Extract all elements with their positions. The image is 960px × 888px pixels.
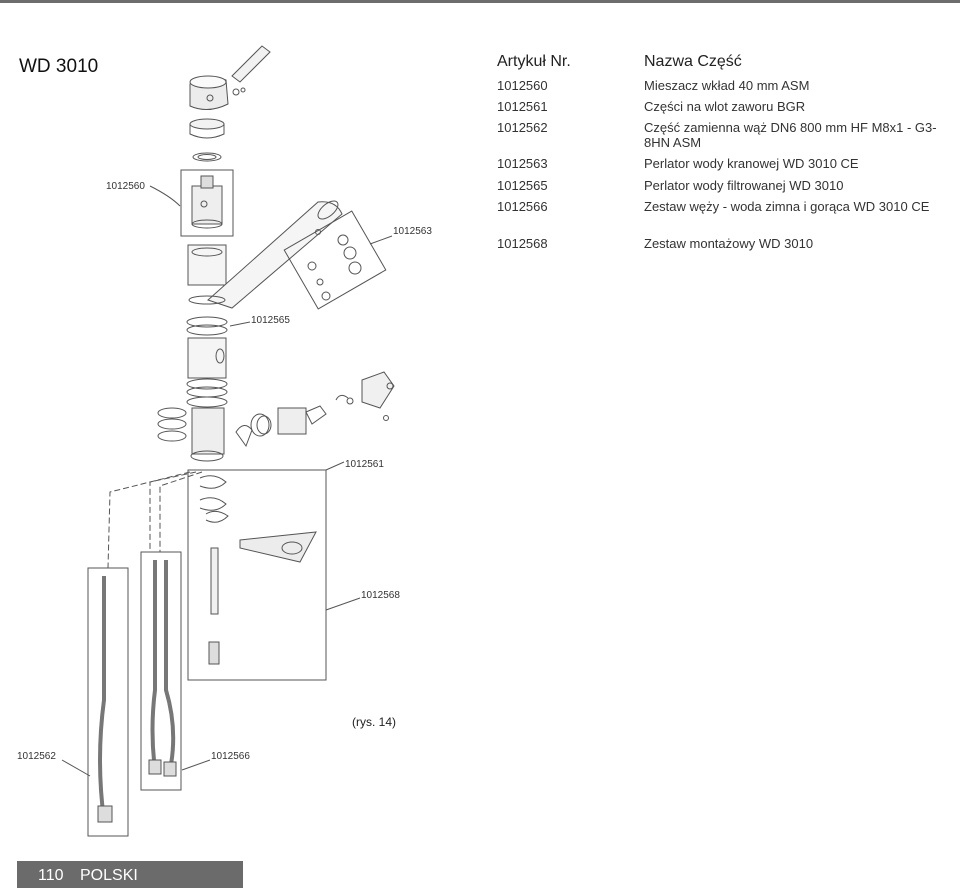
lever-handle-part (189, 45, 271, 110)
model-title: WD 3010 (19, 56, 99, 77)
callout-1012565: 1012565 (251, 315, 290, 326)
callout-1012562: 1012562 (17, 751, 56, 762)
filter-valve-part (277, 407, 307, 435)
body-sleeve-part (187, 244, 227, 286)
aerator-box (283, 210, 387, 310)
part-name: Zestaw węży - woda zimna i gorąca WD 301… (644, 199, 930, 214)
nut-part (208, 641, 220, 665)
part-name: Część zamienna wąż DN6 800 mm HF M8x1 - … (644, 120, 937, 150)
callout-1012560: 1012560 (106, 181, 145, 192)
language-label: POLSKI (80, 867, 138, 884)
part-number: 1012568 (497, 236, 548, 251)
part-number: 1012560 (497, 78, 548, 93)
callout-1012563: 1012563 (393, 226, 432, 237)
figure-caption: (rys. 14) (352, 715, 397, 729)
valve-body-part (187, 337, 227, 379)
cap-ring-part (189, 118, 225, 162)
o-ring-part (186, 316, 228, 328)
part-number: 1012566 (497, 199, 548, 214)
hose-1012562-box (87, 567, 129, 837)
part-number: 1012565 (497, 178, 548, 193)
callout-1012566: 1012566 (211, 751, 250, 762)
part-number: 1012563 (497, 156, 548, 171)
part-name: Perlator wody filtrowanej WD 3010 (644, 178, 844, 193)
hoses-1012566-box (140, 551, 182, 791)
part-name: Mieszacz wkład 40 mm ASM (644, 78, 810, 93)
filter-lever-part (361, 371, 395, 409)
part-number: 1012561 (497, 99, 548, 114)
threaded-rod-part (210, 547, 219, 615)
header-article-no: Artykuł Nr. (497, 53, 571, 70)
callout-1012561: 1012561 (345, 459, 384, 470)
part-name: Części na wlot zaworu BGR (644, 99, 806, 114)
header-part-name: Nazwa Część (644, 53, 742, 70)
top-rule (0, 0, 960, 3)
cartridge-part (191, 175, 223, 229)
part-name: Perlator wody kranowej WD 3010 CE (644, 156, 859, 171)
cartridge-box (180, 169, 234, 237)
spout-part (207, 200, 343, 309)
mounting-kit-box (187, 469, 327, 681)
part-number: 1012562 (497, 120, 548, 135)
part-name: Zestaw montażowy WD 3010 (644, 236, 814, 251)
callout-1012568: 1012568 (361, 590, 400, 601)
footer-bar: 110 POLSKI (17, 861, 243, 888)
mounting-plate-part (239, 531, 317, 563)
page-number: 110 (38, 867, 64, 884)
